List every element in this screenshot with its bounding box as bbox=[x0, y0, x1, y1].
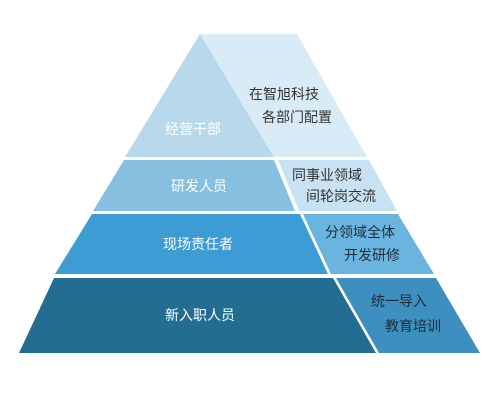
tier-site-leaders-program-line-2: 开发研修 bbox=[344, 248, 400, 264]
tier-new-hires-program-line-2: 教育培训 bbox=[385, 319, 441, 335]
tier-site-leaders-program-line-1: 分领域全体 bbox=[325, 224, 395, 241]
tier-executives-program-band bbox=[200, 34, 367, 157]
tier-new-hires-role-label: 新入职人员 bbox=[165, 308, 235, 324]
tier-rd-staff: 研发人员 同事业领域 间轮岗交流 bbox=[93, 160, 397, 211]
tier-new-hires-role-band bbox=[19, 278, 376, 353]
tier-rd-staff-program-line-1: 同事业领域 bbox=[292, 168, 362, 184]
tier-rd-staff-program-line-2: 间轮岗交流 bbox=[306, 188, 376, 205]
tier-executives-role-label: 经营干部 bbox=[165, 122, 221, 138]
tier-site-leaders: 现场责任者 分领域全体 开发研修 bbox=[55, 214, 434, 274]
tier-site-leaders-role-label: 现场责任者 bbox=[163, 237, 233, 253]
tier-site-leaders-role-band bbox=[55, 214, 328, 274]
tier-site-leaders-program-band bbox=[303, 214, 434, 274]
tier-rd-staff-program-band bbox=[278, 160, 397, 211]
tier-executives-program-line-2: 各部门配置 bbox=[262, 110, 332, 126]
tier-rd-staff-role-label: 研发人员 bbox=[171, 179, 227, 195]
tier-executives: 经营干部 在智旭科技 各部门配置 bbox=[125, 34, 367, 157]
tier-new-hires: 新入职人员 统一导入 教育培训 bbox=[19, 278, 480, 353]
tier-executives-program-line-1: 在智旭科技 bbox=[249, 87, 319, 103]
tier-rd-staff-role-band bbox=[93, 160, 295, 211]
tier-executives-role-band bbox=[125, 34, 274, 157]
tier-new-hires-program-band bbox=[336, 278, 480, 353]
tier-new-hires-program-line-1: 统一导入 bbox=[371, 294, 427, 310]
